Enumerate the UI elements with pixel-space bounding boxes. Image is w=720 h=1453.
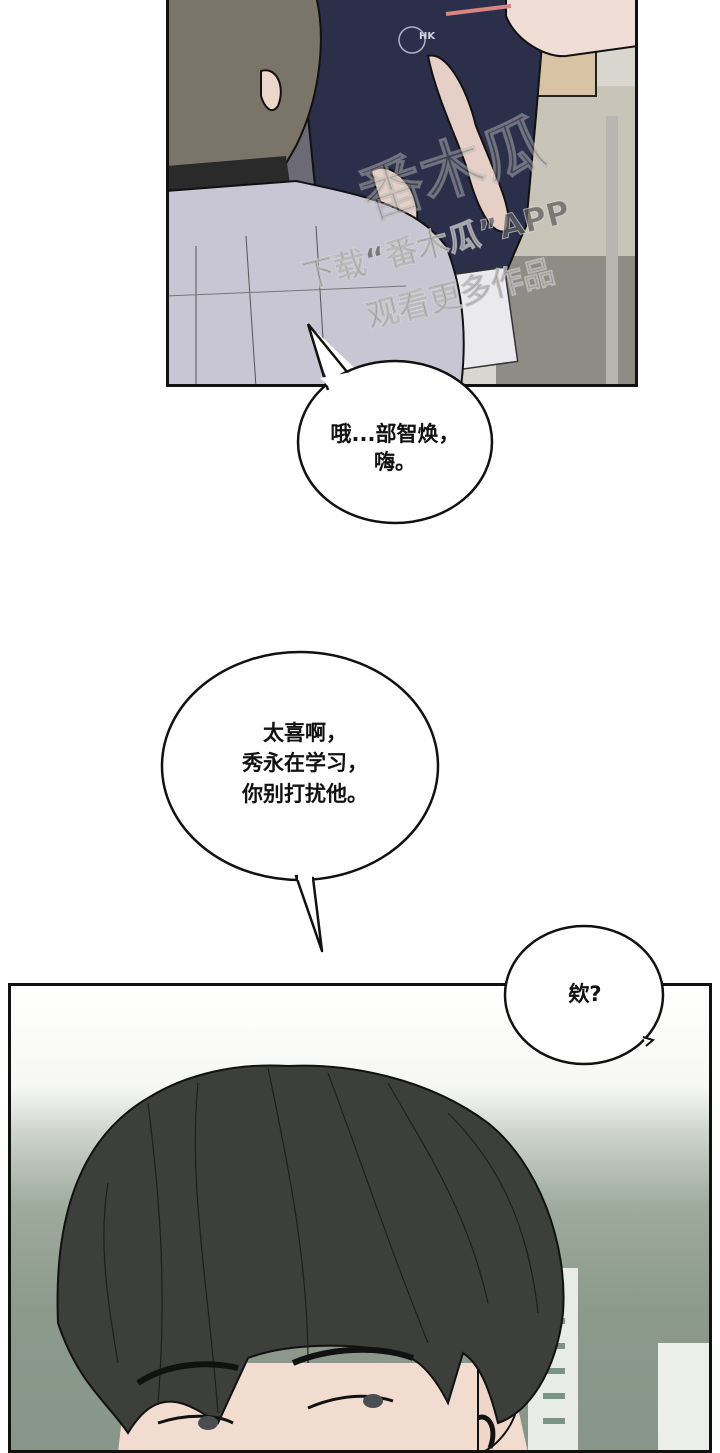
character-closeup-illustration [56,1064,709,1450]
bubble-2-line-1: 太喜啊， [263,721,347,745]
bubble-1-line-1: 哦...部智焕， [330,422,460,446]
speech-bubble-3: 欸? [510,980,660,1008]
panel-top-scene: HK 番木瓜 下载“番木瓜”APP 观看更多作品 [166,0,638,387]
panel-bottom-closeup [8,983,712,1453]
scene-illustration [169,0,635,384]
speech-bubble-1: 哦...部智焕， 嗨。 [295,420,495,477]
speech-bubble-2-shape [160,650,440,953]
speech-bubble-2: 太喜啊， 秀永在学习， 你别打扰他。 [170,718,440,809]
bubble-2-line-3: 你别打扰他。 [242,781,368,806]
bubble-1-line-2: 嗨。 [374,450,416,475]
bubble-2-line-2: 秀永在学习， [242,751,368,776]
shirt-logo: HK [419,31,436,42]
speech-bubble-1-shape [296,323,494,525]
speech-bubble-3-shape [503,924,665,1066]
bubble-3-line-1: 欸? [568,982,602,1006]
